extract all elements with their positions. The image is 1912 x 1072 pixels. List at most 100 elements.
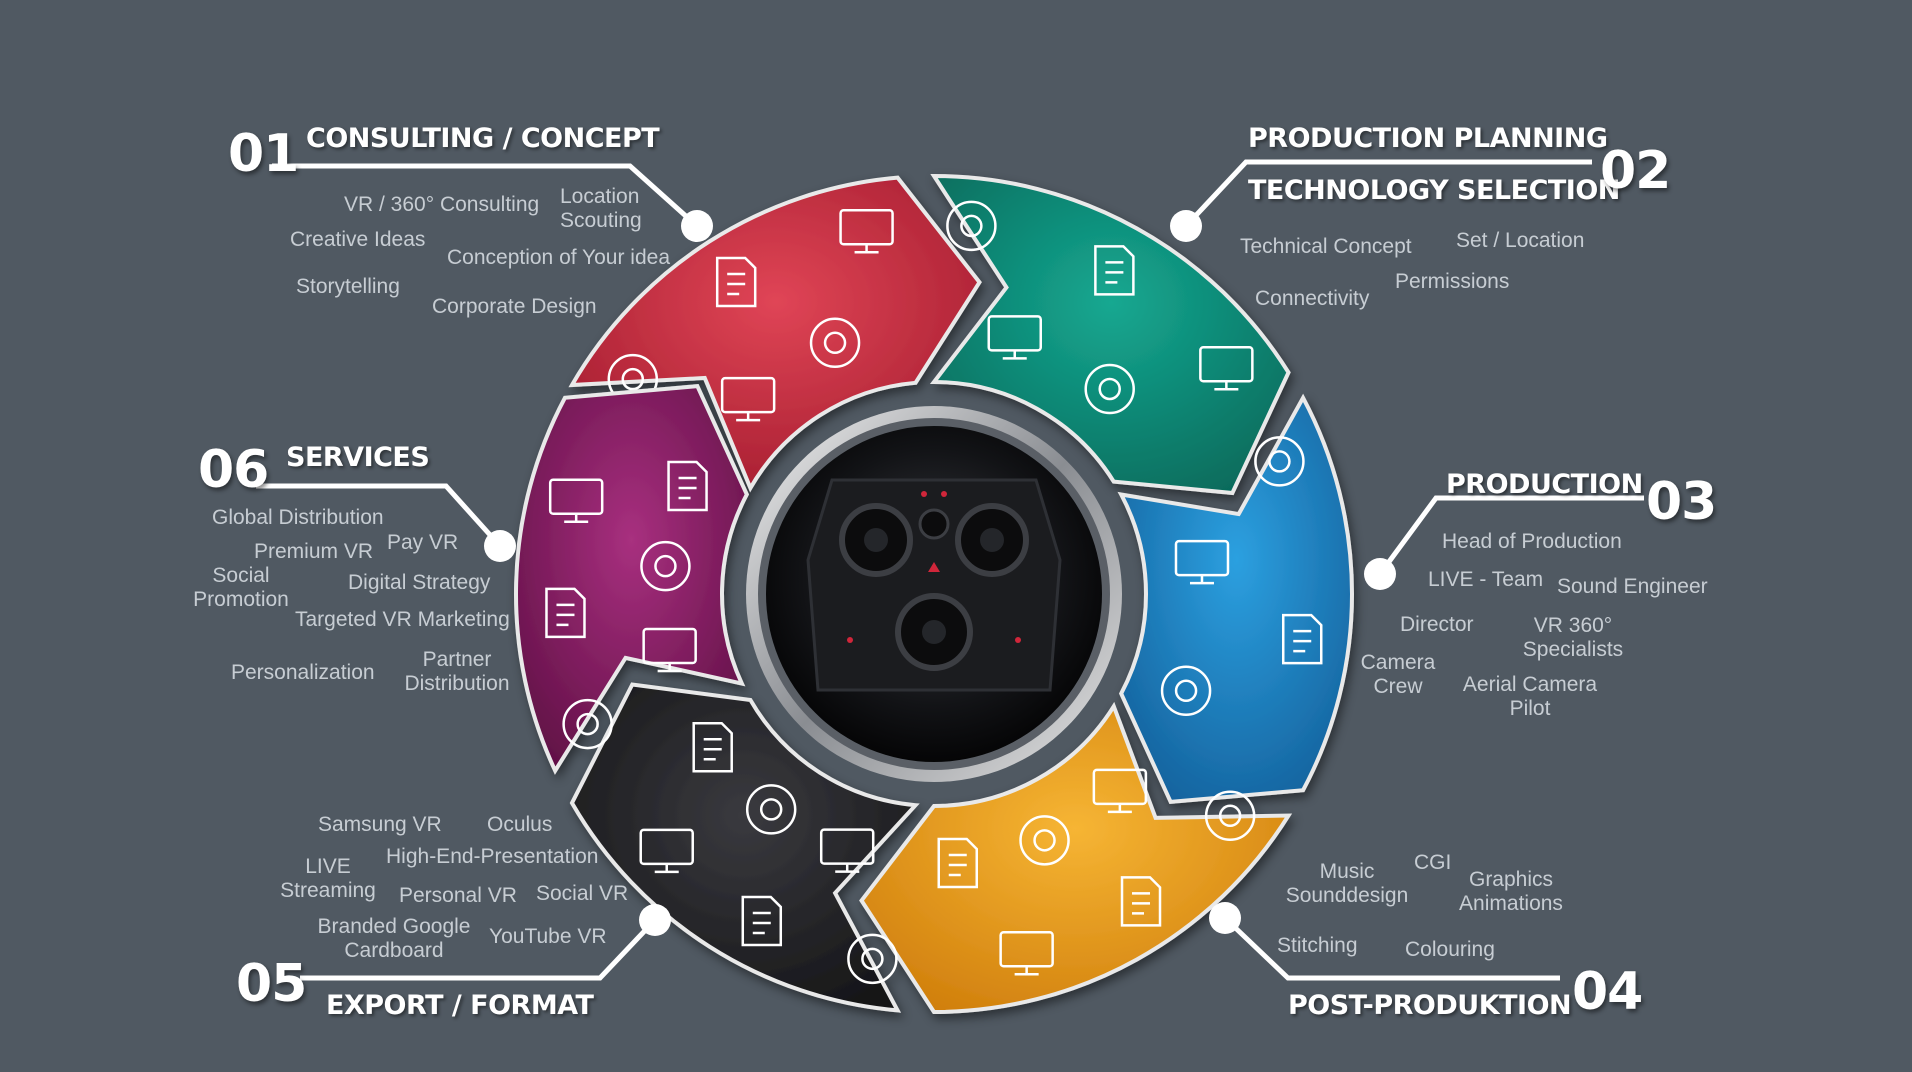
- step-03-keyword: Aerial Camera Pilot: [1462, 673, 1598, 721]
- step-01-number: 01: [228, 124, 299, 184]
- step-01-connector: [272, 163, 699, 228]
- step-02-keyword: Technical Concept: [1240, 235, 1412, 258]
- step-04-title: POST-PRODUKTION: [1288, 990, 1572, 1021]
- eye-document-icon: [809, 317, 861, 369]
- camcorder-tripod-icon: [1199, 345, 1254, 391]
- crown-hand-icon: [640, 540, 691, 592]
- step-01-keyword: Conception of Your idea: [447, 246, 671, 269]
- drone-icon: [946, 200, 997, 252]
- step-06-connector-dot: [484, 530, 516, 562]
- step-05-keyword: Personal VR: [399, 884, 517, 907]
- step-06-number: 06: [198, 440, 269, 500]
- step-06-keyword: Partner Distribution: [404, 648, 510, 696]
- step-04-connector-dot: [1209, 902, 1241, 934]
- step-03-keyword: VR 360° Specialists: [1522, 614, 1624, 662]
- vr-glasses-icon: [819, 828, 875, 873]
- step-01-keyword: Storytelling: [296, 275, 400, 298]
- step-06-title: SERVICES: [286, 442, 430, 473]
- microphone-icon: [987, 315, 1042, 360]
- lightbulb-icon: [715, 256, 757, 308]
- segment-planning: [929, 173, 1291, 496]
- target-icon: [545, 587, 586, 639]
- step-03-keyword: LIVE - Team: [1428, 568, 1544, 591]
- step-03-keyword: Director: [1400, 613, 1474, 636]
- globe-icon: [548, 478, 604, 524]
- step-04-connector: [1223, 916, 1560, 981]
- computer-monitor-icon: [1092, 768, 1148, 814]
- step-02-connector-dot: [1170, 210, 1202, 242]
- step-01-keyword: Location Scouting: [560, 185, 642, 233]
- step-06-keyword: Social Promotion: [193, 564, 289, 612]
- tv-icon: [639, 828, 694, 874]
- step-01-keyword: Corporate Design: [432, 295, 597, 318]
- step-06-connector: [256, 483, 502, 548]
- step-05-keyword: Social VR: [536, 882, 629, 905]
- center-camera-image: [746, 406, 1122, 782]
- step-06-keyword: Targeted VR Marketing: [295, 608, 510, 631]
- step-05-keyword: LIVE Streaming: [280, 855, 376, 903]
- step-02-keyword: Permissions: [1395, 270, 1510, 293]
- segment-export: [569, 682, 920, 1013]
- step-02-connector: [1184, 159, 1592, 228]
- step-01-connector-dot: [681, 210, 713, 242]
- step-06-keyword: Pay VR: [387, 531, 459, 554]
- video-player-icon: [1174, 539, 1230, 585]
- globe-cursor-icon: [1019, 815, 1070, 866]
- step-05-number: 05: [236, 954, 307, 1014]
- movie-camera-icon: [1094, 245, 1135, 296]
- step-01-title: CONSULTING / CONCEPT: [306, 123, 660, 154]
- step-03-keyword: Sound Engineer: [1557, 575, 1708, 598]
- step-06-keyword: Personalization: [231, 661, 375, 684]
- server-icon: [692, 722, 733, 773]
- step-06-keyword: Global Distribution: [212, 506, 384, 529]
- step-02-title-line1: PRODUCTION PLANNING: [1248, 123, 1608, 154]
- crop-icon: [1204, 790, 1256, 842]
- step-03-keyword: Head of Production: [1442, 530, 1622, 553]
- step-02-title-line2: TECHNOLOGY SELECTION: [1248, 175, 1620, 206]
- segment-production: [1117, 393, 1354, 805]
- target-user-icon: [562, 698, 613, 750]
- step-04-keyword: Graphics Animations: [1459, 868, 1563, 916]
- segment-post: [859, 701, 1293, 1015]
- money-document-icon: [642, 627, 697, 673]
- step-04-keyword: Music Sounddesign: [1285, 860, 1409, 908]
- 3d-monitor-icon: [937, 837, 978, 889]
- fax-icon: [720, 376, 776, 422]
- step-05-keyword: Branded Google Cardboard: [317, 915, 471, 963]
- step-06-keyword: Digital Strategy: [348, 571, 491, 594]
- step-06-keyword: Premium VR: [254, 540, 374, 563]
- step-05-keyword: YouTube VR: [489, 925, 607, 948]
- social-phone-icon: [741, 895, 783, 947]
- step-02-number: 02: [1600, 141, 1671, 201]
- step-01-keyword: VR / 360° Consulting: [344, 193, 540, 216]
- step-05-keyword: Oculus: [487, 813, 553, 836]
- step-05-title: EXPORT / FORMAT: [326, 990, 594, 1021]
- step-02-keyword: Connectivity: [1255, 287, 1370, 310]
- segment-consulting: [568, 175, 982, 493]
- step-01-keyword: Creative Ideas: [290, 228, 426, 251]
- step-03-title: PRODUCTION: [1446, 469, 1643, 500]
- step-03-keyword: Camera Crew: [1360, 651, 1436, 699]
- eye-icon: [999, 930, 1054, 976]
- step-02-keyword: Set / Location: [1456, 229, 1585, 252]
- step-05-keyword: High-End-Presentation: [386, 845, 599, 868]
- step-05-keyword: Samsung VR: [318, 813, 442, 836]
- step-03-connector-dot: [1364, 558, 1396, 590]
- laptop-chess-icon: [667, 460, 708, 512]
- monitor-icon: [1281, 613, 1323, 665]
- vr-headset-user-icon: [1160, 665, 1212, 717]
- speaker-icon: [1120, 876, 1162, 927]
- new-badge-icon: [847, 933, 898, 985]
- step-04-keyword: Colouring: [1405, 938, 1495, 961]
- checklist-icon: [839, 208, 894, 254]
- megaphone-icon: [1254, 436, 1305, 487]
- step-04-keyword: CGI: [1414, 851, 1452, 874]
- step-03-number: 03: [1646, 472, 1717, 532]
- router-icon: [1084, 363, 1135, 415]
- step-05-connector-dot: [639, 904, 671, 936]
- floppy-disk-icon: [745, 784, 797, 835]
- step-03-connector: [1377, 495, 1644, 576]
- step-04-number: 04: [1572, 962, 1643, 1022]
- segment-services: [514, 383, 750, 775]
